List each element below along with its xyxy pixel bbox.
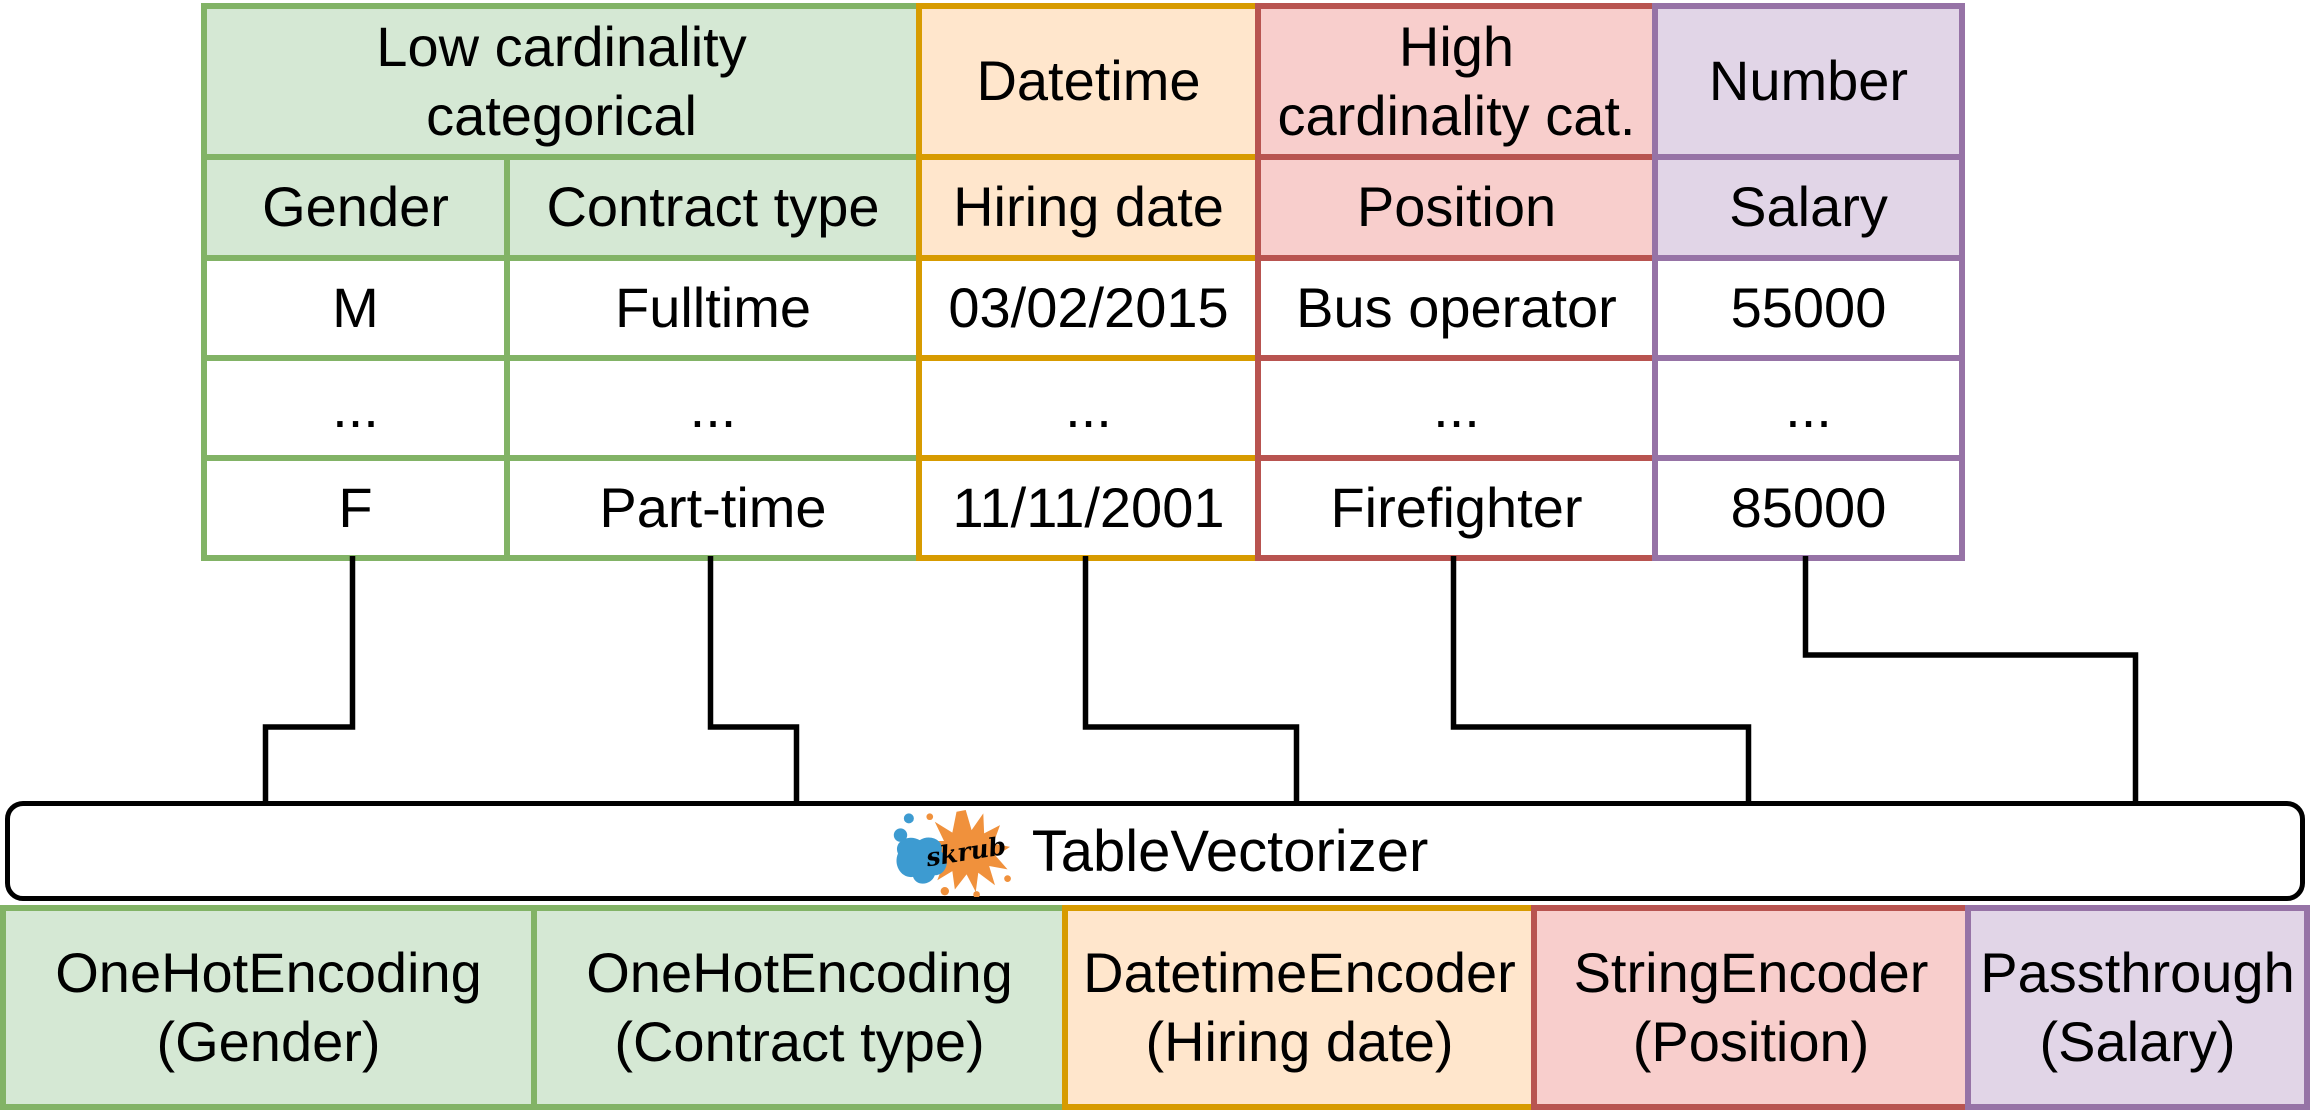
connector-contract-type <box>707 556 800 803</box>
skrub-logo-icon: skrub <box>893 810 1011 897</box>
connector-hiring-date <box>1082 556 1300 803</box>
column-header-contract-type: Contract type <box>504 154 922 261</box>
cell-row3-hiring-date: 11/11/2001 <box>916 455 1261 561</box>
cell-row3-gender: F <box>201 455 510 561</box>
encoder-box-onehot-contract-type: OneHotEncoding (Contract type) <box>531 905 1068 1110</box>
encoder-box-onehot-gender: OneHotEncoding (Gender) <box>0 905 537 1110</box>
cell-row1-gender: M <box>201 255 510 361</box>
vectorizer-label: TableVectorizer <box>1031 818 1429 884</box>
group-header-low-cardinality: Low cardinality categorical <box>201 3 922 160</box>
connector-salary <box>1802 556 2139 803</box>
cell-row1-salary: 55000 <box>1652 255 1965 361</box>
cell-row2-hiring-date: ... <box>916 355 1261 461</box>
connector-gender <box>262 556 356 803</box>
encoder-box-datetime: DatetimeEncoder (Hiring date) <box>1062 905 1537 1110</box>
encoder-box-passthrough: Passthrough (Salary) <box>1965 905 2310 1110</box>
connector-position <box>1450 556 1752 803</box>
tablevectorizer-box: skrub TableVectorizer <box>5 801 2305 901</box>
group-header-number: Number <box>1652 3 1965 160</box>
encoder-box-string: StringEncoder (Position) <box>1531 905 1971 1110</box>
cell-row3-salary: 85000 <box>1652 455 1965 561</box>
column-header-salary: Salary <box>1652 154 1965 261</box>
